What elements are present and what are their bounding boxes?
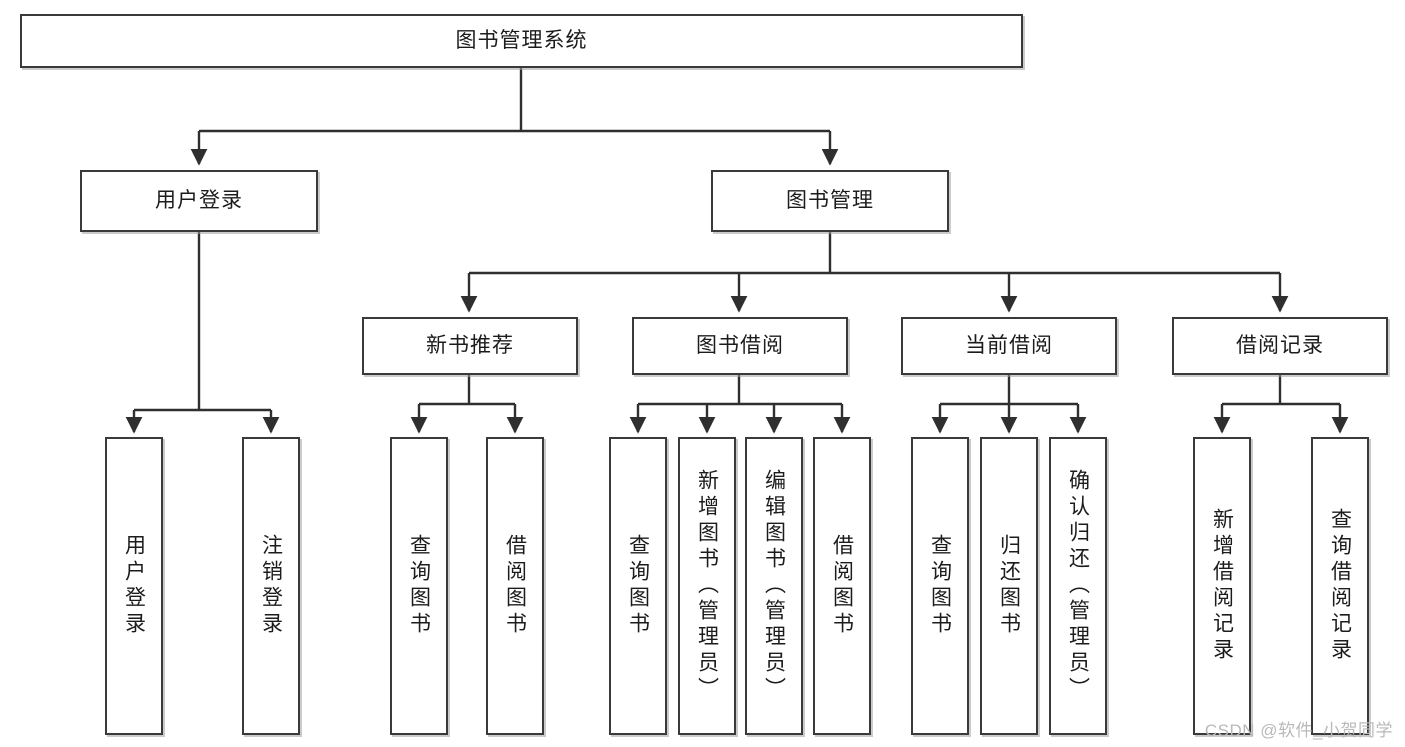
leaf-user-login-login-label: 用户登录 [122,534,146,638]
leaf-new-book-borrow-label: 借阅图书 [503,534,527,638]
node-borrow-record[interactable]: 借阅记录 [1172,317,1388,375]
leaf-new-book-query[interactable]: 查询图书 [390,437,448,735]
leaf-new-book-query-label: 查询图书 [407,534,431,638]
node-book-management[interactable]: 图书管理 [711,170,949,232]
leaf-borrow-record-query[interactable]: 查询借阅记录 [1311,437,1369,735]
watermark: CSDN @软件_小贺同学 [1204,721,1393,740]
node-book-borrow[interactable]: 图书借阅 [632,317,848,375]
node-root[interactable]: 图书管理系统 [20,14,1023,68]
leaf-user-login-logout[interactable]: 注销登录 [242,437,300,735]
leaf-borrow-record-add-label: 新增借阅记录 [1210,508,1234,664]
node-user-login-label: 用户登录 [155,188,243,212]
leaf-book-borrow-query-label: 查询图书 [626,534,650,638]
leaf-current-borrow-return[interactable]: 归还图书 [980,437,1038,735]
node-book-management-label: 图书管理 [786,188,874,212]
leaf-current-borrow-query-label: 查询图书 [928,534,952,638]
leaf-book-borrow-borrow[interactable]: 借阅图书 [813,437,871,735]
node-current-borrow[interactable]: 当前借阅 [901,317,1117,375]
leaf-book-borrow-add[interactable]: 新增图书（管理员） [678,437,736,735]
leaf-book-borrow-edit-label: 编辑图书（管理员） [762,469,786,703]
node-borrow-record-label: 借阅记录 [1236,333,1324,357]
leaf-book-borrow-edit[interactable]: 编辑图书（管理员） [745,437,803,735]
leaf-book-borrow-add-label: 新增图书（管理员） [695,469,719,703]
leaf-new-book-borrow[interactable]: 借阅图书 [486,437,544,735]
node-new-book-recommend-label: 新书推荐 [426,333,514,357]
node-root-label: 图书管理系统 [455,28,588,52]
leaf-book-borrow-query[interactable]: 查询图书 [609,437,667,735]
node-user-login[interactable]: 用户登录 [80,170,318,232]
leaf-user-login-login[interactable]: 用户登录 [105,437,163,735]
node-book-borrow-label: 图书借阅 [696,333,784,357]
leaf-current-borrow-confirm-label: 确认归还（管理员） [1066,469,1090,703]
node-new-book-recommend[interactable]: 新书推荐 [362,317,578,375]
leaf-user-login-logout-label: 注销登录 [259,534,283,638]
leaf-book-borrow-borrow-label: 借阅图书 [830,534,854,638]
leaf-current-borrow-return-label: 归还图书 [997,534,1021,638]
leaf-borrow-record-add[interactable]: 新增借阅记录 [1193,437,1251,735]
leaf-borrow-record-query-label: 查询借阅记录 [1328,508,1352,664]
leaf-current-borrow-confirm[interactable]: 确认归还（管理员） [1049,437,1107,735]
node-current-borrow-label: 当前借阅 [965,333,1053,357]
leaf-current-borrow-query[interactable]: 查询图书 [911,437,969,735]
